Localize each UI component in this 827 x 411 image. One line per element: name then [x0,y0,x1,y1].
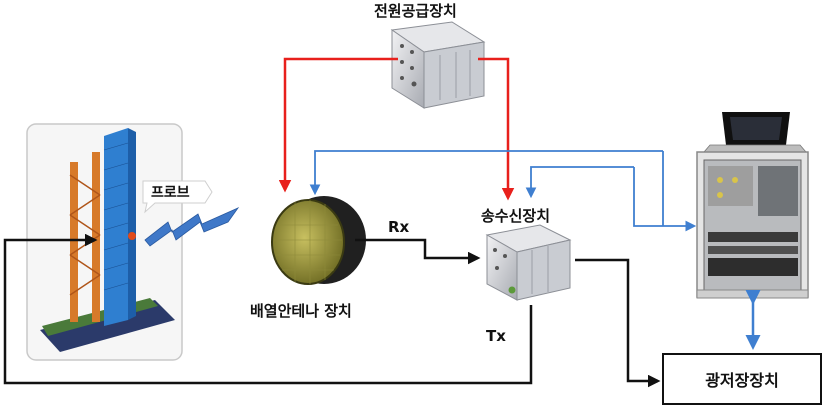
transceiver-to-storage-line [575,258,661,388]
transceiver-image [485,224,572,301]
control-line-to-rack [633,167,697,232]
transceiver-label: 송수신장치 [481,207,551,225]
probe-callout [142,180,213,214]
near-field-scanner-image [26,123,183,361]
control-line-to-transceiver [525,166,634,199]
power-line-to-antenna [278,57,398,193]
array-antenna-image [271,196,366,285]
probe-wave-icon [144,207,240,247]
probe-label: 프로브 [151,185,190,201]
tx-label: Tx [486,327,506,345]
optical-storage-box: 광저장장치 [662,353,822,405]
control-line-to-antenna [309,150,663,196]
power-supply-label: 전원공급장치 [374,2,457,20]
power-supply-image [390,21,486,109]
optical-storage-label: 광저장장치 [705,371,779,390]
rx-label: Rx [388,218,410,236]
array-antenna-label: 배열안테나 장치 [250,302,352,320]
rx-line [355,238,481,265]
control-rack-image [696,112,809,299]
tx-feedback-line [3,233,533,385]
